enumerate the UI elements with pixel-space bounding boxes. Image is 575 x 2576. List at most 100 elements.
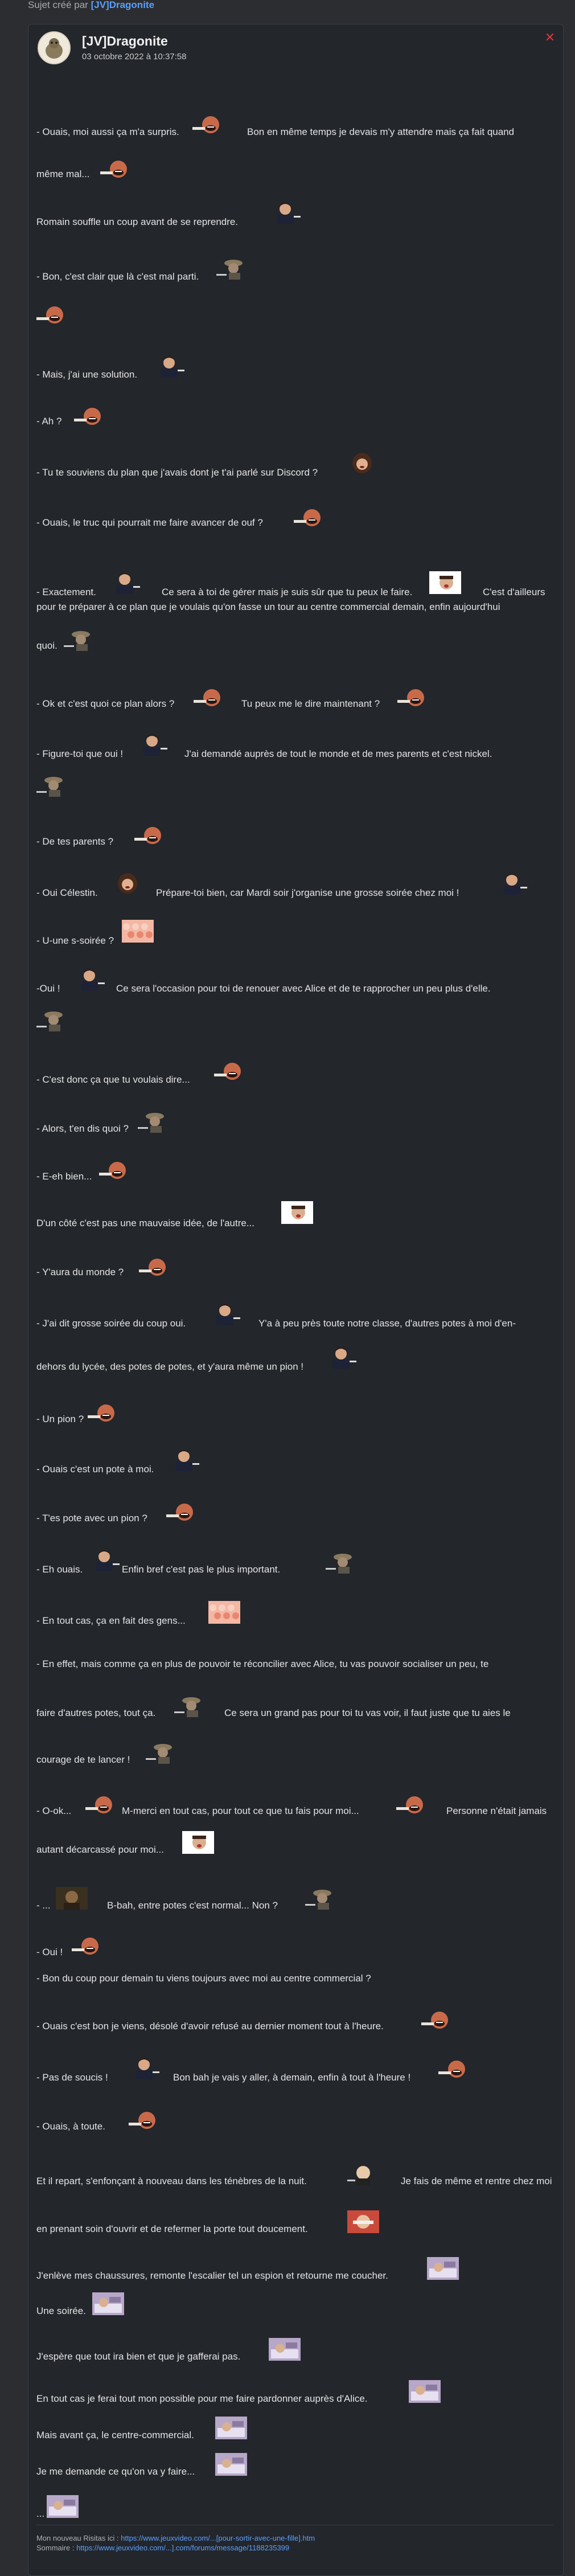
- story-line: Mais avant ça, le centre-commercial.: [36, 2430, 194, 2440]
- hat-man-icon: [146, 1741, 178, 1767]
- story-line: Enfin bref c'est pas le plus important.: [122, 1564, 281, 1575]
- story-line: ...: [36, 2508, 45, 2519]
- hat-man-icon: [138, 1110, 170, 1136]
- story-line: - Y'aura du monde ?: [36, 1267, 124, 1277]
- hat-man-icon: [36, 1009, 68, 1034]
- story-line: - Ah ?: [36, 416, 62, 427]
- suit-man-icon: [271, 201, 303, 227]
- hat-man-icon: [36, 774, 68, 800]
- risitas-laugh-icon: [129, 2108, 161, 2133]
- bed-sleep-icon: [409, 2380, 441, 2406]
- bald-man-icon: [347, 2163, 379, 2188]
- story-line: - Pas de soucis !: [36, 2072, 108, 2083]
- risitas-laugh-icon: [74, 404, 106, 429]
- risitas-laugh-icon: [166, 1500, 198, 1525]
- topic-creator-prefix: Sujet créé par: [28, 0, 88, 10]
- suit-man-icon: [130, 2057, 162, 2082]
- risitas-laugh-icon: [438, 2057, 470, 2082]
- signature-label-1: Mon nouveau Risitas ici :: [36, 2534, 121, 2542]
- risitas-laugh-icon: [88, 1400, 120, 1426]
- dark-photo-icon: [56, 1887, 88, 1912]
- hat-man-icon: [305, 1887, 337, 1912]
- suit-man-icon: [75, 968, 107, 993]
- story-line: - Bon du coup pour demain tu viens toujo…: [36, 1973, 371, 1984]
- story-line: Romain souffle un coup avant de se repre…: [36, 216, 239, 227]
- risitas-laugh-icon: [139, 1255, 171, 1280]
- story-line: J'ai demandé auprès de tout le monde et …: [184, 748, 492, 759]
- risitas-laugh-icon: [397, 685, 429, 711]
- suit-man-icon: [327, 1346, 359, 1371]
- story-line: Une soirée.: [36, 2305, 86, 2316]
- story-line: C'est d'ailleurs: [483, 587, 545, 597]
- signature-link-2[interactable]: https://www.jeuxvideo.com/...].com/forum…: [76, 2544, 290, 2552]
- topic-creator-line: Sujet créé par [JV]Dragonite: [28, 0, 154, 10]
- risitas-laugh-icon: [194, 685, 225, 711]
- hat-man-icon: [64, 628, 96, 654]
- story-line: - Ouais, moi aussi ça m'a surpris.: [36, 126, 179, 137]
- story-line: - Figure-toi que oui !: [36, 748, 124, 759]
- signature-line-1: Mon nouveau Risitas ici : https://www.je…: [36, 2533, 553, 2543]
- suit-man-icon: [110, 571, 142, 597]
- story-line: Y'a à peu près toute notre classe, d'aut…: [258, 1318, 516, 1329]
- topic-creator-link[interactable]: [JV]Dragonite: [91, 0, 155, 10]
- risitas-laugh-icon: [214, 1059, 246, 1084]
- story-line: D'un côté c'est pas une mauvaise idée, d…: [36, 1218, 255, 1228]
- woman-cry-icon: [110, 872, 142, 898]
- story-line: B-bah, entre potes c'est normal... Non ?: [107, 1900, 278, 1911]
- story-line: - Mais, j'ai une solution.: [36, 369, 138, 380]
- story-line: - ...: [36, 1900, 51, 1911]
- story-line: Ce sera à toi de gérer mais je suis sûr …: [162, 587, 413, 597]
- story-line: - Alors, t'en dis quoi ?: [36, 1123, 129, 1134]
- risitas-laugh-icon: [85, 1792, 117, 1818]
- story-line: - Oui Célestin.: [36, 887, 98, 898]
- story-line: - En tout cas, ça en fait des gens...: [36, 1615, 186, 1626]
- bed-sleep-icon: [47, 2495, 79, 2521]
- risitas-laugh-icon: [100, 157, 132, 182]
- pink-glitch-icon: [208, 1601, 240, 1627]
- story-line: En tout cas je ferai tout mon possible p…: [36, 2393, 368, 2404]
- story-line: - J'ai dit grosse soirée du coup oui.: [36, 1318, 186, 1329]
- story-line: Prépare-toi bien, car Mardi soir j'organ…: [156, 887, 459, 898]
- hat-man-icon: [216, 257, 248, 282]
- bed-sleep-icon: [215, 2453, 247, 2479]
- story-line: - U-une s-soirée ?: [36, 935, 114, 946]
- story-line: - Ouais, le truc qui pourrait me faire a…: [36, 517, 263, 528]
- risitas-laugh-icon: [99, 1158, 131, 1183]
- risitas-laugh-icon: [134, 823, 166, 849]
- story-line: Tu peux me le dire maintenant ?: [241, 698, 380, 709]
- story-line: - O-ok...: [36, 1805, 72, 1816]
- story-line: Et il repart, s'enfonçant à nouveau dans…: [36, 2176, 307, 2186]
- story-line: - E-eh bien...: [36, 1171, 92, 1182]
- author-avatar[interactable]: [38, 31, 71, 64]
- story-line: - Ouais c'est un pote à moi.: [36, 1464, 154, 1475]
- forum-post: [JV]Dragonite 03 octobre 2022 à 10:37:58…: [28, 24, 564, 2576]
- risitas-laugh-icon: [192, 112, 224, 138]
- story-line: - Un pion ?: [36, 1414, 84, 1424]
- bed-sleep-icon: [427, 2257, 459, 2283]
- suit-man-icon: [138, 733, 170, 759]
- story-line: - Tu te souviens du plan que j'avais don…: [36, 467, 318, 478]
- signature-label-2: Sommaire :: [36, 2544, 77, 2552]
- story-line: pour te préparer à ce plan que je voulai…: [36, 601, 500, 612]
- post-author-name[interactable]: [JV]Dragonite: [82, 34, 168, 48]
- bed-sleep-icon: [269, 2338, 301, 2364]
- hat-man-icon: [174, 1694, 206, 1720]
- story-line: dehors du lycée, des potes de potes, et …: [36, 1361, 304, 1372]
- story-line: courage de te lancer !: [36, 1754, 130, 1765]
- story-line: en prenant soin d'ouvrir et de refermer …: [36, 2223, 308, 2234]
- post-header: [JV]Dragonite 03 octobre 2022 à 10:37:58…: [38, 31, 556, 67]
- story-line: Bon en même temps je devais m'y attendre…: [247, 126, 515, 137]
- story-line: J'espère que tout ira bien et que je gaf…: [36, 2351, 241, 2362]
- suit-man-icon: [90, 1549, 122, 1574]
- suit-man-icon: [211, 1303, 243, 1328]
- pink-glitch-icon: [122, 920, 154, 945]
- story-line: Je me demande ce qu'on va y faire...: [36, 2466, 195, 2477]
- suit-man-icon: [170, 1448, 202, 1474]
- story-line: Bon bah je vais y aller, à demain, enfin…: [173, 2072, 411, 2083]
- risitas-laugh-icon: [72, 1934, 104, 1959]
- close-icon[interactable]: ✕: [544, 30, 556, 44]
- signature-link-1[interactable]: https://www.jeuxvideo.com/...[pour-sorti…: [121, 2534, 315, 2542]
- tape-photo-icon: [347, 2210, 379, 2236]
- bed-sleep-icon: [215, 2417, 247, 2442]
- bed-sleep-icon: [92, 2292, 124, 2318]
